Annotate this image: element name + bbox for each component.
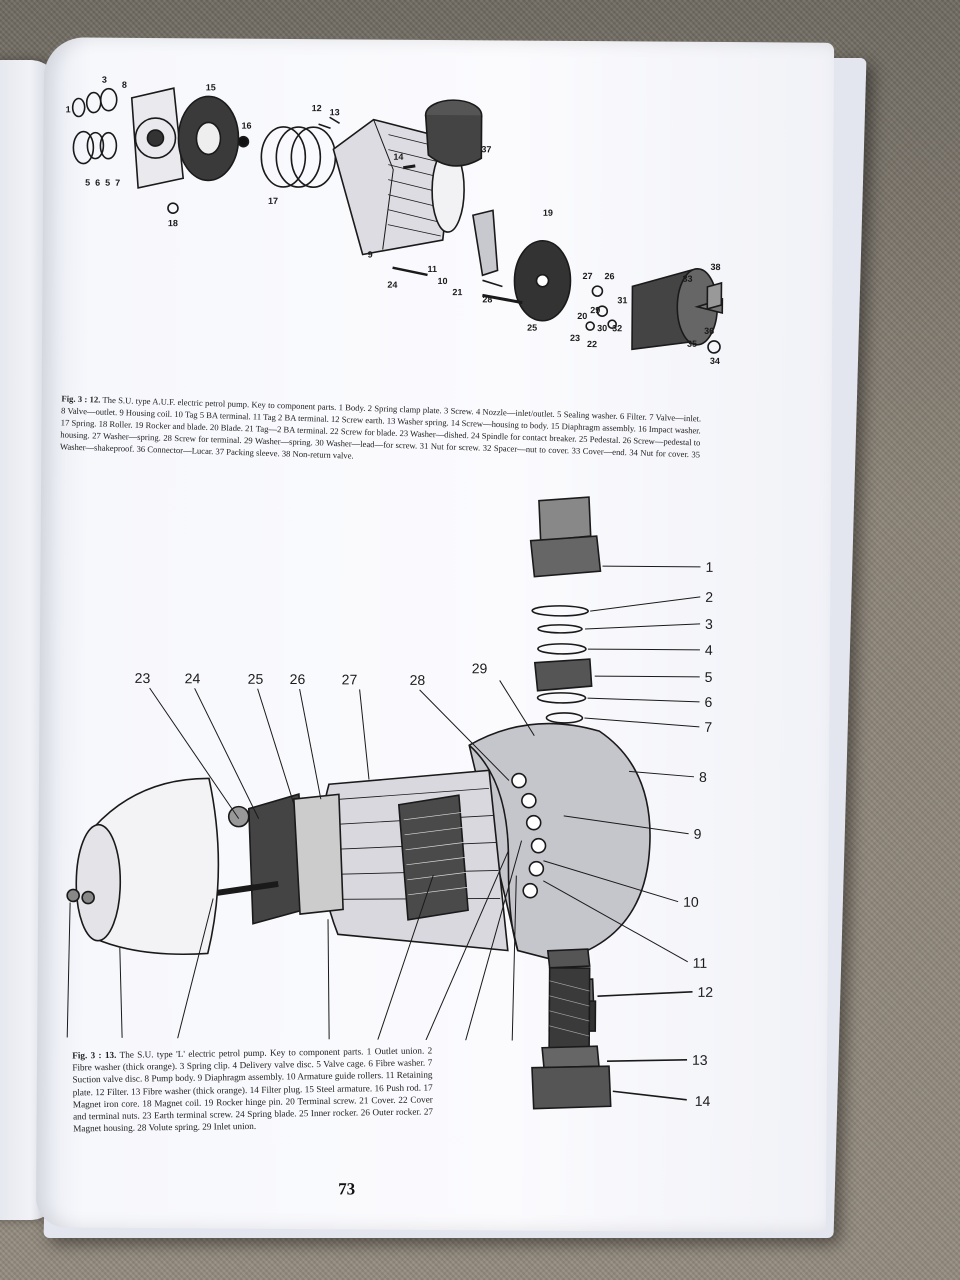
top-callout: 10 xyxy=(437,276,447,286)
top-callout: 28 xyxy=(482,294,492,304)
top-callout: 12 xyxy=(312,103,322,113)
callout-25: 25 xyxy=(248,671,264,687)
callout-11: 11 xyxy=(693,955,708,971)
top-callout: 34 xyxy=(710,356,720,366)
callout-2: 2 xyxy=(705,589,713,605)
top-callout: 13 xyxy=(330,107,340,117)
callout-4: 4 xyxy=(705,642,713,658)
callout-24: 24 xyxy=(185,670,201,686)
top-diagram-callouts: 1 3 8 5 6 5 7 15 16 17 18 12 13 14 37 9 … xyxy=(66,75,721,366)
figure-caption-auf: Fig. 3 : 12. The S.U. type A.U.F. electr… xyxy=(60,392,702,472)
top-callout: 9 xyxy=(368,250,373,260)
top-callout: 35 xyxy=(687,339,697,349)
top-callout: 27 xyxy=(582,271,592,281)
top-callout: 29 xyxy=(590,305,600,315)
callout-27: 27 xyxy=(342,671,358,687)
callout-29: 29 xyxy=(472,660,488,676)
top-callout: 24 xyxy=(387,280,397,290)
top-callout: 20 xyxy=(577,311,587,321)
top-callout: 14 xyxy=(393,152,403,162)
top-callout: 31 xyxy=(617,295,627,305)
callout-12: 12 xyxy=(697,984,713,1000)
top-callout: 26 xyxy=(604,271,614,281)
top-callout: 17 xyxy=(268,196,278,206)
manual-page: 1 3 8 5 6 5 7 15 16 17 18 12 13 14 37 9 … xyxy=(35,37,835,1233)
callout-3: 3 xyxy=(705,616,713,632)
exploded-diagram-l-pump: 23 24 25 26 27 28 29 1 2 3 4 5 6 7 8 9 1… xyxy=(66,496,714,1043)
top-callout: 1 xyxy=(66,104,71,114)
top-callout: 30 xyxy=(597,323,607,333)
exploded-diagram-auf-pump: 1 3 8 5 6 5 7 15 16 17 18 12 13 14 37 9 … xyxy=(66,75,724,366)
callout-1: 1 xyxy=(705,559,713,575)
figure-caption-lead: Fig. 3 : 12. xyxy=(61,393,101,405)
top-callout: 6 xyxy=(95,178,100,188)
top-callout: 18 xyxy=(168,218,178,228)
figure-caption-l-pump: Fig. 3 : 13. The S.U. type 'L' electric … xyxy=(72,1044,433,1134)
callout-8: 8 xyxy=(699,769,707,785)
callout-13: 13 xyxy=(692,1052,708,1068)
top-callout: 5 xyxy=(105,178,110,188)
figure-caption-lead: Fig. 3 : 13. xyxy=(72,1049,117,1061)
filter-assembly: 12 13 14 xyxy=(531,948,713,1110)
top-callout: 37 xyxy=(481,144,491,154)
callout-10: 10 xyxy=(683,894,699,910)
callout-9: 9 xyxy=(694,826,702,842)
top-callout: 5 xyxy=(85,178,90,188)
top-callout: 38 xyxy=(711,262,721,272)
figure-caption-text: The S.U. type 'L' electric petrol pump. … xyxy=(72,1045,434,1134)
top-callout: 3 xyxy=(102,75,107,85)
top-callout: 7 xyxy=(115,178,120,188)
callout-7: 7 xyxy=(704,719,712,735)
figure-caption-text: The S.U. type A.U.F. electric petrol pum… xyxy=(59,394,702,461)
top-callout: 33 xyxy=(682,274,692,284)
top-callout: 16 xyxy=(242,121,252,131)
top-callout: 22 xyxy=(587,339,597,349)
bottom-diagram-callouts: 23 24 25 26 27 28 29 1 2 3 4 5 6 7 8 9 1… xyxy=(135,559,714,971)
callout-5: 5 xyxy=(705,669,713,685)
callout-6: 6 xyxy=(704,694,712,710)
page-number: 73 xyxy=(338,1179,356,1199)
top-callout: 21 xyxy=(452,287,462,297)
callout-14: 14 xyxy=(695,1093,711,1109)
callout-26: 26 xyxy=(290,671,306,687)
top-callout: 19 xyxy=(543,208,553,218)
top-callout: 11 xyxy=(428,264,438,274)
top-callout: 36 xyxy=(704,326,714,336)
top-callout: 32 xyxy=(612,323,622,333)
top-callout: 23 xyxy=(570,333,580,343)
top-callout: 25 xyxy=(527,323,537,333)
callout-28: 28 xyxy=(410,672,426,688)
top-callout: 15 xyxy=(206,82,216,92)
top-callout: 8 xyxy=(122,80,127,90)
callout-23: 23 xyxy=(135,670,151,686)
